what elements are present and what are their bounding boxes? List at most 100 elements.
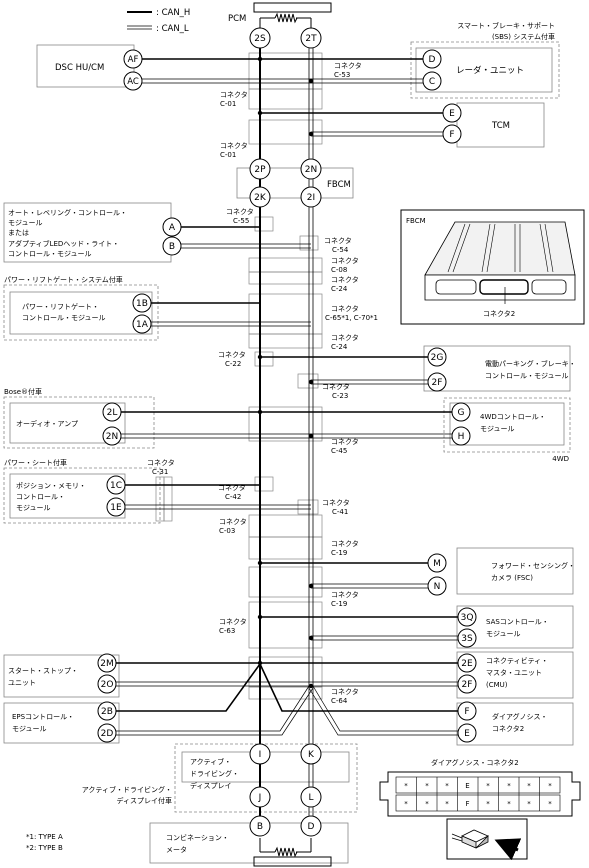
svg-text:C-01: C-01 bbox=[220, 100, 236, 108]
svg-text:*: * bbox=[445, 782, 449, 790]
leveling-label: オート・レベリング・コントロール・ モジュール または アダプティブLEDヘッド… bbox=[8, 208, 127, 258]
pcm-pin-l: 2T bbox=[305, 34, 317, 44]
svg-text:C-64: C-64 bbox=[331, 697, 348, 705]
cmu-label-3: (CMU) bbox=[486, 681, 508, 689]
svg-text:C-19: C-19 bbox=[331, 549, 347, 557]
note-1: *1: TYPE A bbox=[26, 833, 63, 841]
leveling-pin-l: B bbox=[169, 242, 175, 252]
svg-text:コネクタ: コネクタ bbox=[322, 382, 350, 391]
svg-text:C-65*1, C-70*1: C-65*1, C-70*1 bbox=[325, 314, 378, 322]
svg-text:コネクタ: コネクタ bbox=[322, 498, 350, 507]
sbs-group-line1: スマート・ブレーキ・サポート bbox=[457, 21, 555, 30]
pin-labels: 2S 2T D C AF AC E F 2P 2N 2K 2I A B 1B 1… bbox=[100, 34, 473, 832]
svg-text:*: * bbox=[548, 800, 552, 808]
tcm-pin-h: E bbox=[449, 109, 455, 119]
svg-text:コネクタ: コネクタ bbox=[220, 141, 248, 150]
svg-text:コネクタ: コネクタ bbox=[331, 437, 359, 446]
fbcm-pin-h1: 2P bbox=[254, 165, 266, 175]
eps-pin-l: 2D bbox=[101, 729, 114, 739]
pin-circles bbox=[97, 27, 477, 837]
svg-text:*: * bbox=[404, 782, 408, 790]
adisp-label-1: アクティブ・ bbox=[190, 757, 231, 766]
fbcm-inset-title: FBCM bbox=[406, 217, 426, 225]
svg-text:*: * bbox=[507, 782, 511, 790]
svg-text:C-41: C-41 bbox=[332, 508, 348, 516]
liftgate-label-1: パワー・リフトゲート・ bbox=[22, 302, 99, 311]
svg-text:コネクタ: コネクタ bbox=[220, 90, 248, 99]
adisp-group-1: アクティブ・ドライビング・ bbox=[82, 785, 172, 794]
svg-text:C-45: C-45 bbox=[331, 447, 347, 455]
epb-label-2: コントロール・モジュール bbox=[485, 372, 569, 380]
combi-terminator bbox=[253, 838, 332, 867]
sas-pin-h: 3Q bbox=[461, 613, 474, 623]
dsc-pin-l: AC bbox=[127, 77, 139, 87]
seat-label-1: ポジション・メモリ・ bbox=[16, 482, 86, 490]
diag-inset-pin-f: F bbox=[465, 800, 469, 808]
svg-text:コネクタ: コネクタ bbox=[331, 304, 359, 313]
svg-text:または: または bbox=[8, 229, 29, 237]
svg-text:C-03: C-03 bbox=[219, 527, 235, 535]
svg-text:*: * bbox=[527, 782, 531, 790]
pcm-label: PCM bbox=[228, 14, 246, 24]
sbs-pin-h: D bbox=[429, 55, 436, 65]
fbcm-pin-l2: 2I bbox=[307, 193, 315, 203]
plug-icon bbox=[451, 829, 522, 861]
svg-text:*: * bbox=[425, 800, 429, 808]
epb-pin-l: 2F bbox=[432, 378, 443, 388]
svg-text:C-31: C-31 bbox=[152, 468, 168, 476]
svg-text:コネクタ: コネクタ bbox=[331, 275, 359, 284]
svg-text:C-42: C-42 bbox=[225, 493, 241, 501]
tcm-label: TCM bbox=[491, 121, 510, 131]
fbcm-inset: FBCM コネクタ2 bbox=[400, 209, 585, 325]
svg-text:C-63: C-63 bbox=[219, 627, 235, 635]
adisp-label-3: ディスプレイ bbox=[190, 781, 232, 790]
combi-label-2: メータ bbox=[166, 845, 187, 854]
inline-connector-frames bbox=[155, 52, 323, 700]
bose-pin-l: 2N bbox=[106, 432, 118, 442]
eps-label-2: モジュール bbox=[12, 725, 47, 733]
fbcm-pin-h2: 2K bbox=[254, 193, 267, 203]
svg-text:コネクタ: コネクタ bbox=[219, 617, 247, 626]
diag-pin-l: E bbox=[464, 729, 470, 739]
svg-text:C-55: C-55 bbox=[233, 217, 249, 225]
seat-label-3: モジュール bbox=[16, 504, 51, 512]
svg-text:コネクタ: コネクタ bbox=[331, 256, 359, 265]
fbcm-inset-caption: コネクタ2 bbox=[483, 309, 515, 318]
adisp-group-2: ディスプレイ付車 bbox=[116, 796, 172, 805]
seat-group: パワー・シート付車 bbox=[4, 458, 67, 467]
svg-text:C-23: C-23 bbox=[332, 392, 348, 400]
seat-pin-l: 1E bbox=[110, 503, 122, 513]
bose-pin-h: 2L bbox=[107, 408, 118, 418]
liftgate-group: パワー・リフトゲート・システム付車 bbox=[4, 275, 123, 284]
svg-text:コネクタ: コネクタ bbox=[147, 458, 175, 467]
fsc-label-2: カメラ (FSC) bbox=[491, 574, 533, 582]
sbs-pin-l: C bbox=[429, 77, 435, 87]
diag-pin-h: F bbox=[464, 707, 469, 717]
legend-can-h: : CAN_H bbox=[156, 8, 190, 18]
svg-text:コネクタ: コネクタ bbox=[218, 350, 246, 359]
adisp-pin-h1: I bbox=[259, 750, 262, 760]
svg-text:*: * bbox=[404, 800, 408, 808]
svg-text:コネクタ: コネクタ bbox=[334, 61, 362, 70]
startstop-label-1: スタート・ストップ・ bbox=[8, 666, 78, 675]
combi-label-1: コンビネーション・ bbox=[166, 833, 229, 842]
liftgate-pin-l: 1A bbox=[136, 320, 149, 330]
svg-text:コネクタ: コネクタ bbox=[331, 539, 359, 548]
dsc-label: DSC HU/CM bbox=[55, 63, 104, 73]
seat-pin-h: 1C bbox=[110, 481, 122, 491]
epb-label-1: 電動パーキング・ブレーキ・ bbox=[485, 359, 576, 368]
svg-text:*: * bbox=[548, 782, 552, 790]
fsc-label-1: フォワード・センシング・ bbox=[491, 561, 575, 570]
svg-text:*: * bbox=[445, 800, 449, 808]
startstop-pin-h: 2M bbox=[100, 659, 114, 669]
pcm-terminator bbox=[253, 2, 332, 28]
combi-pin-l: D bbox=[308, 822, 315, 832]
note-2: *2: TYPE B bbox=[26, 844, 63, 852]
svg-text:コネクタ: コネクタ bbox=[218, 483, 246, 492]
startstop-label-2: ユニット bbox=[8, 679, 36, 687]
adisp-pin-h2: J bbox=[258, 793, 262, 803]
svg-text:C-19: C-19 bbox=[331, 600, 347, 608]
combi-pin-h: B bbox=[257, 822, 263, 832]
eps-label-1: EPSコントロール・ bbox=[12, 713, 74, 721]
